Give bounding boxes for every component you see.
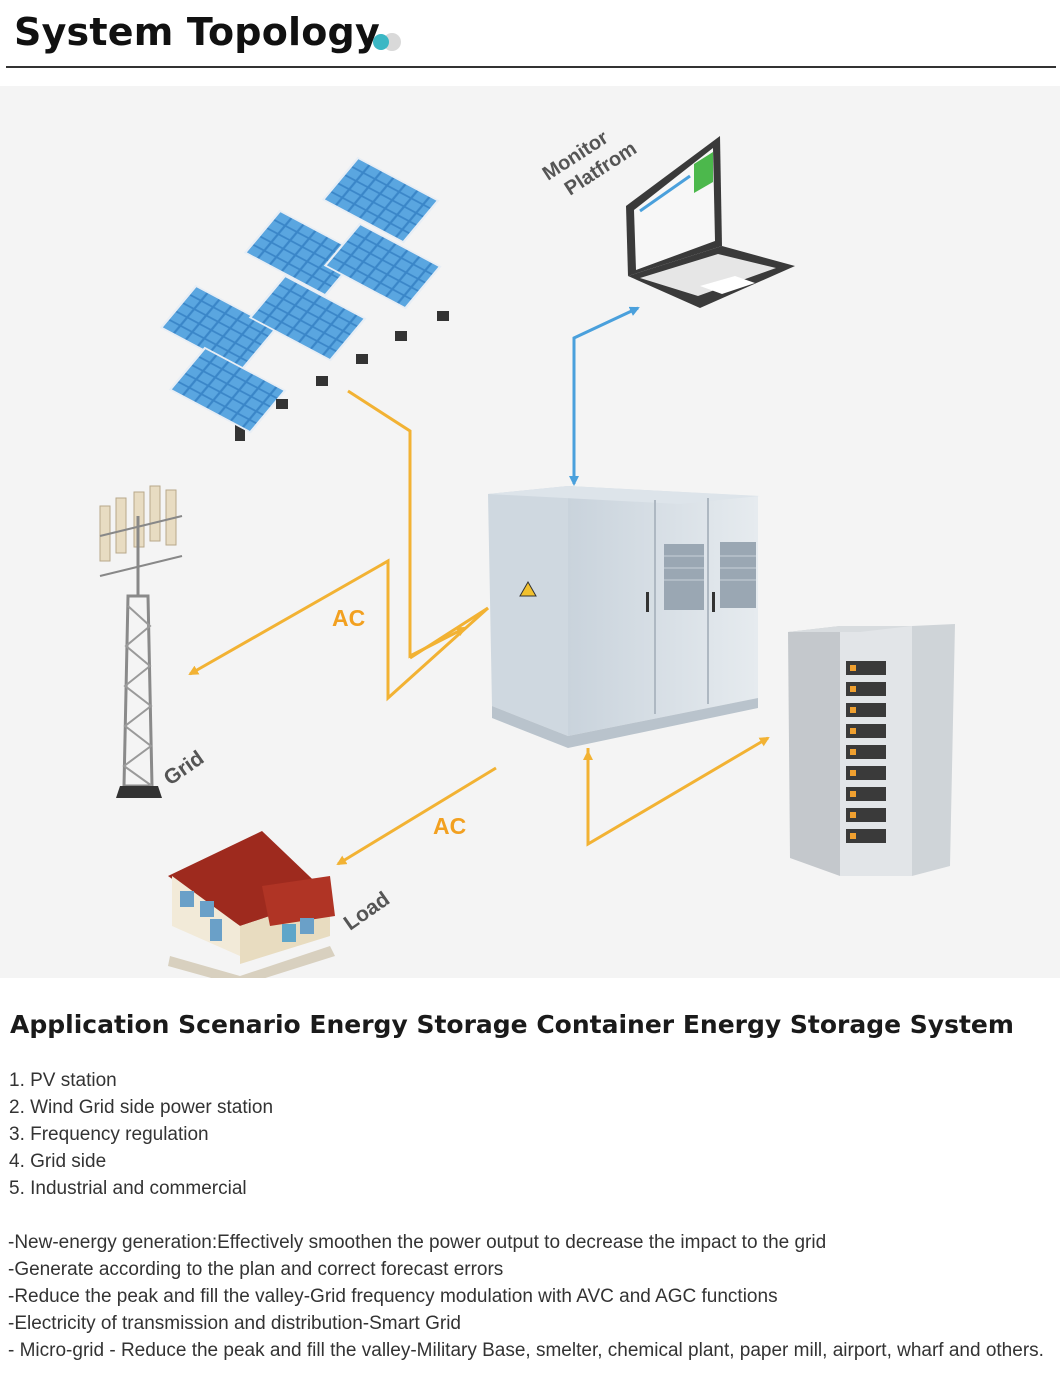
header-divider	[6, 66, 1056, 68]
grid-label: Grid	[160, 746, 209, 790]
list-item: 5. Industrial and commercial	[9, 1178, 247, 1199]
topology-svg: Monitor Platfrom Grid	[99, 127, 955, 978]
load-label: Load	[340, 887, 394, 935]
house-load-icon	[168, 831, 335, 978]
list-item: 2. Wind Grid side power station	[9, 1097, 274, 1118]
topology-diagram: Monitor Platfrom Grid	[0, 86, 1060, 978]
page-header: System Topology	[0, 0, 1060, 70]
list-item: 1. PV station	[9, 1070, 117, 1091]
list-item: -Generate according to the plan and corr…	[8, 1259, 504, 1280]
ac-label-lower: AC	[433, 813, 466, 839]
page-title: System Topology	[14, 10, 380, 54]
battery-rack-icon	[788, 624, 955, 876]
feature-list: -New-energy generation:Effectively smoot…	[8, 1229, 1044, 1364]
solar-panel-array-icon	[159, 156, 449, 441]
grid-tower-icon	[99, 485, 183, 798]
data-communication-flows	[569, 306, 640, 486]
list-item: -Electricity of transmission and distrib…	[8, 1313, 461, 1334]
section-heading: Application Scenario Energy Storage Cont…	[10, 1010, 1014, 1039]
toggle-dots-icon	[373, 33, 401, 51]
list-item: - Micro-grid - Reduce the peak and fill …	[8, 1340, 1044, 1361]
list-item: 4. Grid side	[9, 1151, 107, 1172]
list-item: -Reduce the peak and fill the valley-Gri…	[8, 1286, 778, 1307]
application-list: 1. PV station 2. Wind Grid side power st…	[9, 1067, 273, 1202]
ac-power-flows	[188, 389, 770, 866]
list-item: -New-energy generation:Effectively smoot…	[8, 1232, 827, 1253]
laptop-monitor-icon	[626, 136, 795, 308]
energy-storage-cabinet-icon	[488, 486, 760, 748]
list-item: 3. Frequency regulation	[9, 1124, 209, 1145]
ac-label-upper: AC	[332, 605, 365, 631]
